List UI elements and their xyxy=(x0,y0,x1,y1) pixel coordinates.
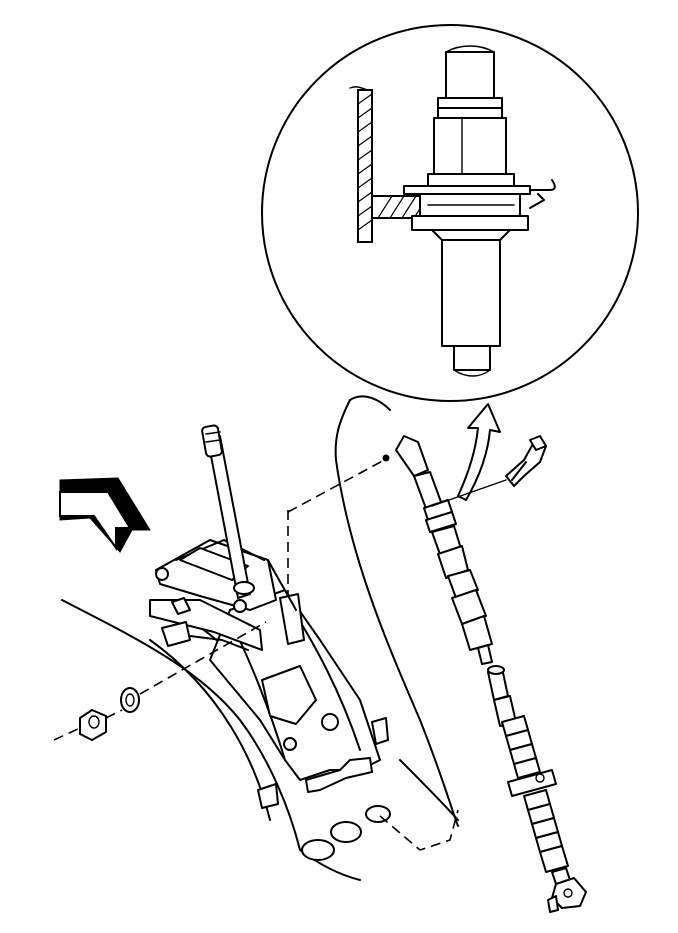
detail-view xyxy=(261,24,639,501)
cable-mount-tab xyxy=(279,593,305,645)
floor-panel xyxy=(61,599,459,881)
cable-grommet xyxy=(423,499,469,579)
detail-callout-arrow xyxy=(457,403,501,501)
washer xyxy=(120,687,140,713)
cable-spring-sleeve xyxy=(501,715,541,779)
detail-bracket-wall xyxy=(349,86,435,243)
floor-hole xyxy=(365,805,391,823)
shifter-bracket xyxy=(149,424,389,809)
detail-cable-fitting xyxy=(403,45,556,377)
nut-and-washer xyxy=(53,621,267,741)
wire-connector xyxy=(161,621,191,647)
cable-end-fitting xyxy=(395,435,429,477)
retainer-clip xyxy=(431,435,547,507)
floor-hole xyxy=(330,821,362,843)
hex-nut xyxy=(79,709,107,741)
front-direction-arrow xyxy=(59,477,151,553)
shift-cable xyxy=(287,395,587,913)
floor-hole xyxy=(301,839,335,861)
bolt-head xyxy=(283,737,297,751)
cable-boot xyxy=(523,789,569,873)
shift-lever xyxy=(201,424,255,599)
bolt-head xyxy=(321,713,339,731)
bracket-cutout xyxy=(261,665,317,725)
